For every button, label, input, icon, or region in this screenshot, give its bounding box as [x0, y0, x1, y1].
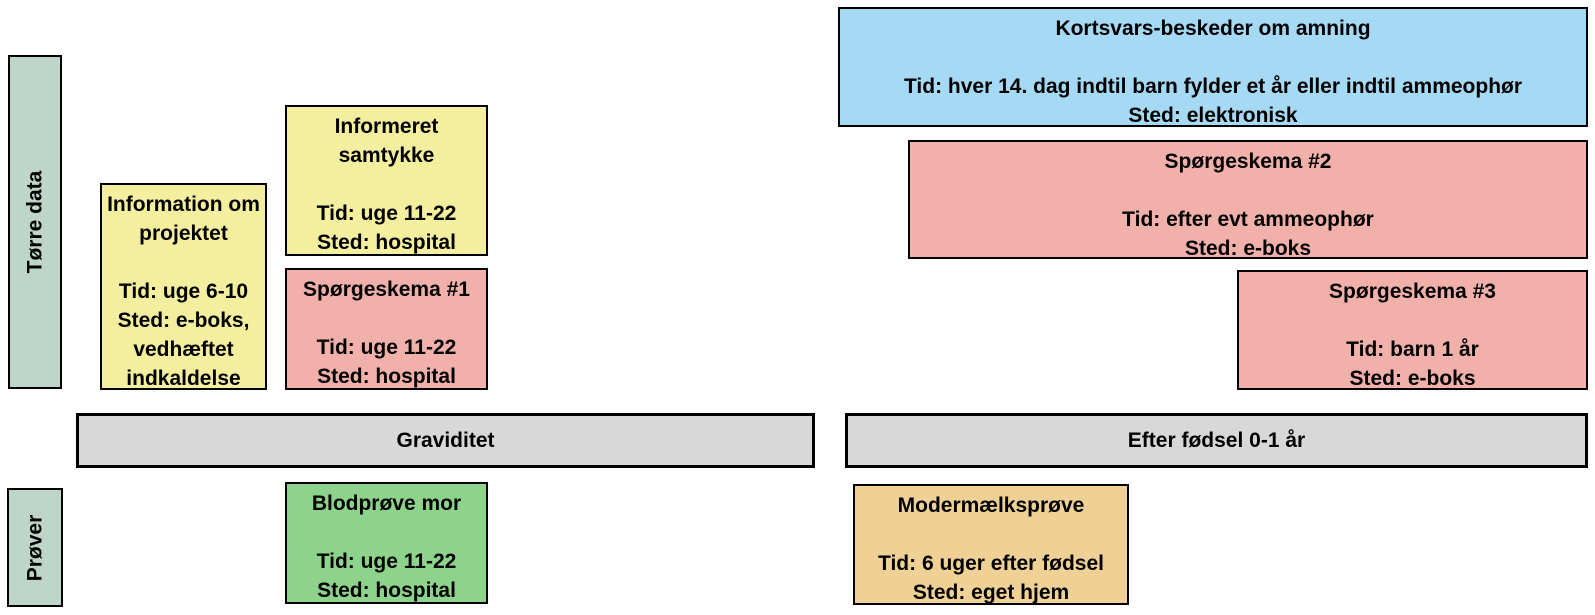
box-blodprove-mor: Blodprøve mor Tid: uge 11-22 Sted: hospi…: [285, 482, 488, 604]
spacer: [1243, 306, 1582, 335]
box-title: Modermælksprøve: [897, 494, 1085, 517]
spacer: [106, 248, 261, 277]
row-label-torre-data: Tørre data: [8, 55, 62, 389]
box-sted: Sted: elektronisk: [1128, 104, 1298, 127]
box-tid: Tid: barn 1 år: [1346, 338, 1479, 361]
timeline-bar-graviditet: Graviditet: [76, 413, 815, 468]
box-information-om-projektet: Information om projektet Tid: uge 6-10 S…: [100, 183, 267, 390]
box-sted: Sted: hospital: [317, 365, 456, 388]
box-sted: Sted: hospital: [317, 231, 456, 254]
box-tid: Tid: efter evt ammeophør: [1122, 208, 1374, 231]
box-informeret-samtykke: Informeret samtykke Tid: uge 11-22 Sted:…: [285, 105, 488, 256]
timeline-bar-graviditet-label: Graviditet: [396, 428, 495, 452]
box-title: Kortsvars-beskeder om amning: [1055, 17, 1371, 40]
box-title: Spørgeskema #3: [1329, 280, 1496, 303]
box-title: Blodprøve mor: [311, 492, 462, 515]
box-title: Spørgeskema #1: [303, 278, 470, 301]
box-sted: Sted: eget hjem: [912, 581, 1070, 604]
box-tid: Tid: hver 14. dag indtil barn fylder et …: [903, 75, 1523, 98]
box-sted: Sted: e-boks: [1184, 237, 1312, 259]
box-sted: Sted: hospital: [317, 579, 456, 602]
box-modermaelksprove: Modermælksprøve Tid: 6 uger efter fødsel…: [853, 484, 1129, 605]
box-sporgeskema-2: Spørgeskema #2 Tid: efter evt ammeophør …: [908, 140, 1588, 259]
spacer: [914, 176, 1582, 205]
box-title: Information om projektet: [107, 193, 260, 245]
box-sporgeskema-3: Spørgeskema #3 Tid: barn 1 år Sted: e-bo…: [1237, 270, 1588, 390]
spacer: [291, 304, 482, 333]
box-title: Informeret samtykke: [334, 115, 439, 167]
spacer: [844, 43, 1582, 72]
spacer: [291, 518, 482, 547]
spacer: [291, 170, 482, 199]
box-title: Spørgeskema #2: [1164, 150, 1332, 173]
box-sted: Sted: e-boks: [1349, 367, 1476, 390]
box-tid: Tid: uge 11-22: [316, 550, 457, 573]
row-label-prover-text: Prøver: [23, 514, 47, 581]
timeline-bar-efter-fodsel: Efter fødsel 0-1 år: [845, 413, 1588, 468]
box-sted: Sted: e-boks, vedhæftet indkaldelse: [117, 309, 250, 390]
spacer: [859, 520, 1123, 549]
box-tid: Tid: uge 11-22: [316, 202, 457, 225]
box-tid: Tid: uge 11-22: [316, 336, 457, 359]
row-label-prover: Prøver: [7, 488, 63, 607]
row-label-torre-data-text: Tørre data: [23, 170, 47, 274]
box-sporgeskema-1: Spørgeskema #1 Tid: uge 11-22 Sted: hosp…: [285, 268, 488, 390]
timeline-bar-efter-fodsel-label: Efter fødsel 0-1 år: [1127, 428, 1306, 452]
box-tid: Tid: uge 6-10: [118, 280, 249, 303]
box-tid: Tid: 6 uger efter fødsel: [878, 552, 1104, 575]
box-kortsvars-beskeder: Kortsvars-beskeder om amning Tid: hver 1…: [838, 7, 1588, 127]
